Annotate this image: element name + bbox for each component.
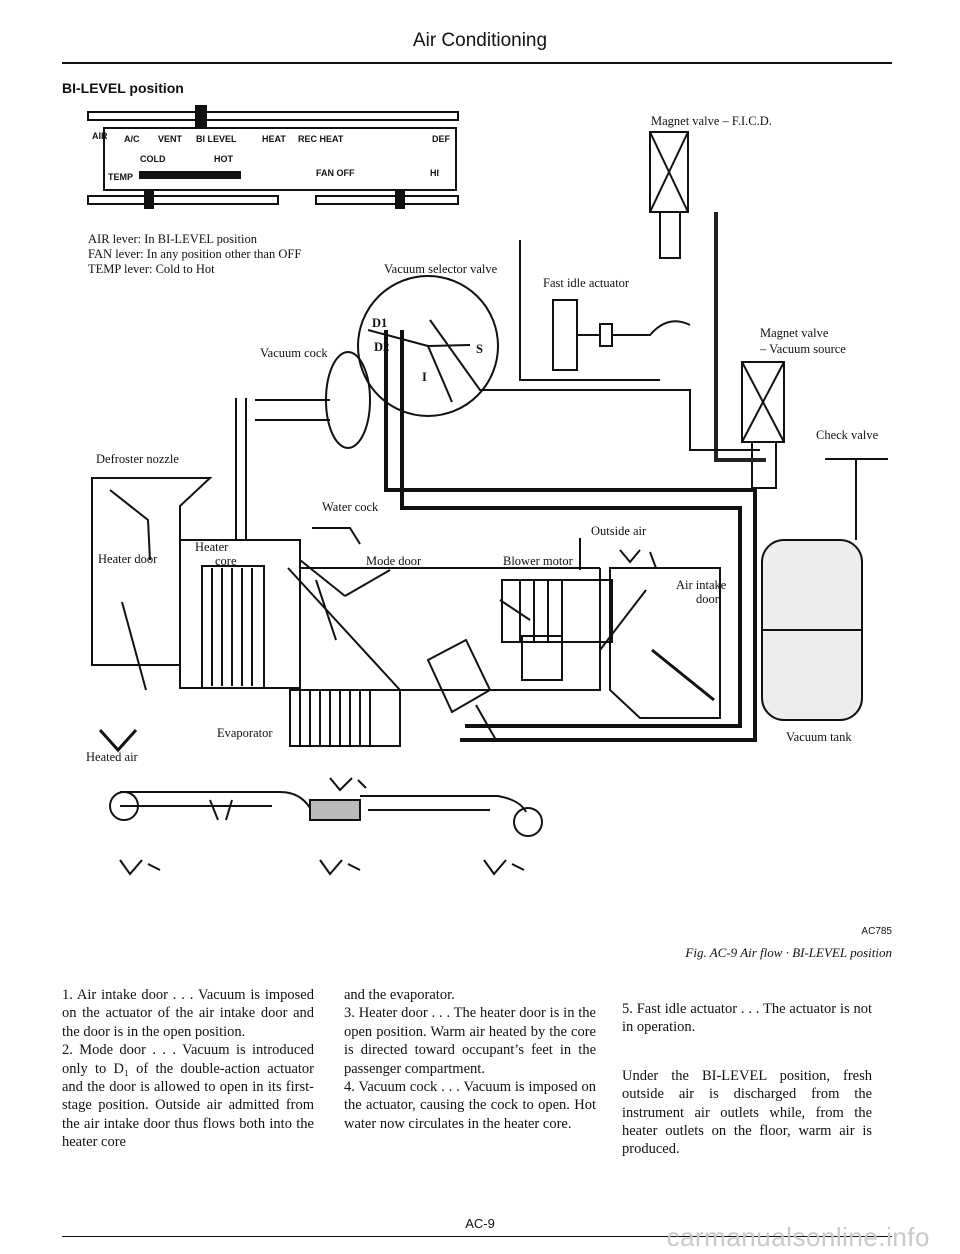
panel-cold: COLD <box>140 154 166 164</box>
body-column-1: 1. Air intake door . . . Vacuum is impos… <box>62 986 314 1152</box>
label-core: core <box>215 554 237 568</box>
air-lever-note: AIR lever: In BI-LEVEL position <box>88 232 257 246</box>
label-air-intake: Air intake <box>676 578 727 592</box>
right-floor-outlet <box>513 807 543 837</box>
summary-paragraph: Under the BI-LEVEL position, fresh outsi… <box>622 1067 872 1158</box>
heater-core <box>201 565 265 689</box>
section-title: BI-LEVEL position <box>62 80 184 96</box>
defroster-duct <box>91 477 213 666</box>
label-heater: Heater <box>195 540 229 554</box>
panel-temp: TEMP <box>108 172 134 182</box>
heater-unit <box>179 539 301 689</box>
watermark: carmanualsonline.info <box>666 1222 930 1252</box>
cold-hot-bar <box>139 171 241 179</box>
water-cock <box>312 527 361 545</box>
panel-air: AIR <box>92 131 108 141</box>
item-2: 2. Mode door . . . Vacuum is introduced … <box>62 1042 314 1151</box>
fast-idle-actuator <box>552 299 578 371</box>
panel-fan: FAN OFF <box>316 168 355 178</box>
label-i: I <box>422 370 427 384</box>
label-intake-door: door <box>696 592 719 606</box>
item-5: 5. Fast idle actuator . . . The actuator… <box>622 1001 872 1036</box>
item-3: 3. Heater door . . . The heater door is … <box>344 1005 596 1077</box>
ficd-stem <box>659 211 681 259</box>
label-vacuum-cock: Vacuum cock <box>260 346 328 360</box>
temp-knob <box>144 191 154 209</box>
temp-lever-note: TEMP lever: Cold to Hot <box>88 262 215 276</box>
vacuum-selector-valve <box>357 275 499 417</box>
top-rule <box>62 62 892 64</box>
label-d2: D2 <box>374 340 390 354</box>
item-1: 1. Air intake door . . . Vacuum is impos… <box>62 987 314 1040</box>
label-water-cock: Water cock <box>322 500 379 514</box>
left-floor-outlet <box>109 791 139 821</box>
center-vent <box>309 799 361 821</box>
vacuum-cock-actuator <box>325 351 371 449</box>
label-blower-motor: Blower motor <box>503 554 573 568</box>
page-header: Air Conditioning <box>412 30 548 51</box>
fan-slider <box>315 195 459 205</box>
item-4: 4. Vacuum cock . . . Vacuum is imposed o… <box>344 1079 596 1132</box>
label-vacuum-source: – Vacuum source <box>760 342 846 356</box>
blower-motor <box>501 579 613 643</box>
fan-lever-note: FAN lever: In any position other than OF… <box>88 247 302 261</box>
panel-hot: HOT <box>214 154 233 164</box>
label-defroster: Defroster nozzle <box>96 452 179 466</box>
panel-def: DEF <box>432 134 450 144</box>
panel-ac: A/C <box>124 134 140 144</box>
label-vacuum-tank: Vacuum tank <box>786 730 852 744</box>
label-magnet-vacuum: Magnet valve <box>760 326 829 340</box>
panel-heat: HEAT <box>262 134 286 144</box>
body-column-3: 5. Fast idle actuator . . . The actuator… <box>622 1000 872 1159</box>
label-check-valve: Check valve <box>816 428 879 442</box>
lever-notes: AIR lever: In BI-LEVEL position FAN leve… <box>88 232 301 277</box>
label-mode-door: Mode door <box>366 554 422 568</box>
fan-knob <box>395 191 405 209</box>
label-fast-idle: Fast idle actuator <box>543 276 630 290</box>
figure-code: AC785 <box>861 926 892 937</box>
label-evaporator: Evaporator <box>217 726 273 740</box>
page-number: AC-9 <box>465 1216 495 1231</box>
label-vacuum-selector: Vacuum selector valve <box>384 262 498 276</box>
panel-vent: VENT <box>158 134 183 144</box>
panel-hi: HI <box>430 168 439 178</box>
body-column-2: and the evaporator. 3. Heater door . . .… <box>344 986 596 1133</box>
label-magnet-ficd: Magnet valve – F.I.C.D. <box>651 114 772 128</box>
air-lever-knob <box>195 105 207 127</box>
evaporator-unit <box>289 689 401 747</box>
label-heater-door: Heater door <box>98 552 158 566</box>
figure-caption: Fig. AC-9 Air flow · BI-LEVEL position <box>685 945 892 960</box>
panel-top-bar <box>87 111 459 121</box>
mode-door-actuator <box>426 638 492 714</box>
label-outside-air: Outside air <box>591 524 647 538</box>
label-heated-air: Heated air <box>86 750 138 764</box>
label-d1: D1 <box>372 316 388 330</box>
temp-slider <box>87 195 279 205</box>
panel-bilevel: BI LEVEL <box>196 134 237 144</box>
control-panel-frame <box>103 127 457 191</box>
label-s: S <box>476 342 483 356</box>
panel-rec-heat: REC HEAT <box>298 134 344 144</box>
bottom-rule <box>62 1236 892 1237</box>
item-2-cont: and the evaporator. <box>344 987 455 1003</box>
air-intake-housing <box>609 567 721 719</box>
